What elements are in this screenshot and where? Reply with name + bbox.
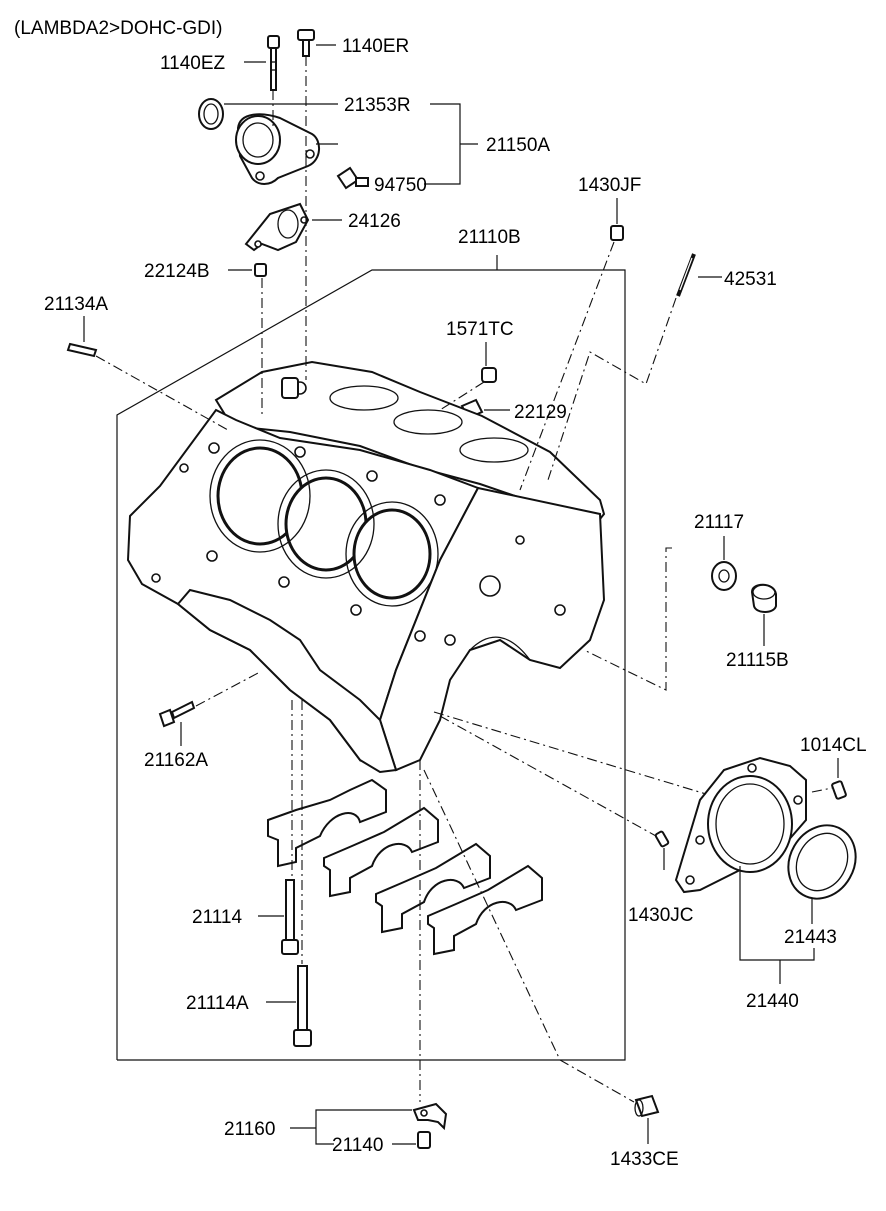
diagram-title: (LAMBDA2>DOHC-GDI) — [14, 18, 223, 39]
assembly-lines — [95, 56, 833, 1103]
label-21150a[interactable]: 21150A — [486, 135, 550, 156]
bolt-1140ez[interactable] — [267, 35, 280, 91]
label-21440[interactable]: 21440 — [746, 991, 799, 1012]
dipstick-42531[interactable] — [676, 253, 696, 297]
label-21114a[interactable]: 21114A — [186, 993, 249, 1014]
dowel-22124b[interactable] — [254, 263, 267, 277]
label-1140er[interactable]: 1140ER — [342, 36, 409, 57]
label-21114[interactable]: 21114 — [192, 907, 242, 928]
part-labels: 1140EZ 1140ER 21353R 21150A 94750 24126 … — [44, 36, 867, 1170]
label-21117[interactable]: 21117 — [694, 512, 744, 533]
label-21110b[interactable]: 21110B — [458, 227, 521, 248]
bolt-1140er[interactable] — [297, 29, 315, 57]
sensor-94750[interactable] — [336, 166, 369, 190]
label-1140ez[interactable]: 1140EZ — [160, 53, 226, 74]
bearing-cap-1[interactable] — [267, 778, 387, 868]
label-22129[interactable]: 22129 — [514, 402, 567, 423]
oil-seal-21443[interactable] — [775, 813, 868, 911]
stud-21134a[interactable] — [66, 342, 98, 358]
bolt-21114[interactable] — [281, 879, 299, 955]
washer-21117[interactable] — [711, 561, 737, 591]
bolt-1014cl[interactable] — [831, 780, 847, 800]
label-21160[interactable]: 21160 — [224, 1119, 275, 1140]
label-21115b[interactable]: 21115B — [726, 650, 789, 671]
label-21134a[interactable]: 21134A — [44, 294, 108, 315]
label-42531[interactable]: 42531 — [724, 269, 777, 290]
bolt-21162a[interactable] — [158, 700, 196, 728]
pin-1430jf[interactable] — [610, 225, 624, 241]
o-ring-21353r[interactable] — [198, 98, 224, 130]
label-94750[interactable]: 94750 — [374, 175, 427, 196]
oil-jet-21160[interactable] — [412, 1102, 448, 1131]
cylinder-block-21110b[interactable] — [126, 360, 606, 774]
label-24126[interactable]: 24126 — [348, 211, 401, 232]
label-21140[interactable]: 21140 — [332, 1135, 383, 1156]
label-21353r[interactable]: 21353R — [344, 95, 411, 116]
bracket-24126[interactable] — [244, 202, 310, 252]
label-1571tc[interactable]: 1571TC — [446, 319, 514, 340]
pin-1430jc[interactable] — [654, 830, 670, 848]
label-21162a[interactable]: 21162A — [144, 750, 208, 771]
seal-case-21440[interactable] — [674, 756, 807, 894]
plug-1571tc[interactable] — [481, 367, 497, 383]
label-1014cl[interactable]: 1014CL — [800, 735, 867, 756]
plug-21115b[interactable] — [750, 583, 777, 613]
label-1433ce[interactable]: 1433CE — [610, 1149, 679, 1170]
bearing-cap-2[interactable] — [323, 806, 439, 898]
bearing-cap-3[interactable] — [375, 842, 491, 934]
bearing-cap-4[interactable] — [427, 864, 543, 956]
plug-1433ce[interactable] — [634, 1094, 660, 1118]
label-1430jf[interactable]: 1430JF — [578, 175, 641, 196]
label-1430jc[interactable]: 1430JC — [628, 905, 694, 926]
bolt-21140[interactable] — [417, 1131, 431, 1149]
bolt-21114a[interactable] — [293, 965, 312, 1047]
water-housing-21150a[interactable] — [235, 113, 320, 185]
label-21443[interactable]: 21443 — [784, 927, 837, 948]
block-assembly-frame — [116, 255, 626, 1061]
label-22124b[interactable]: 22124B — [144, 261, 210, 282]
